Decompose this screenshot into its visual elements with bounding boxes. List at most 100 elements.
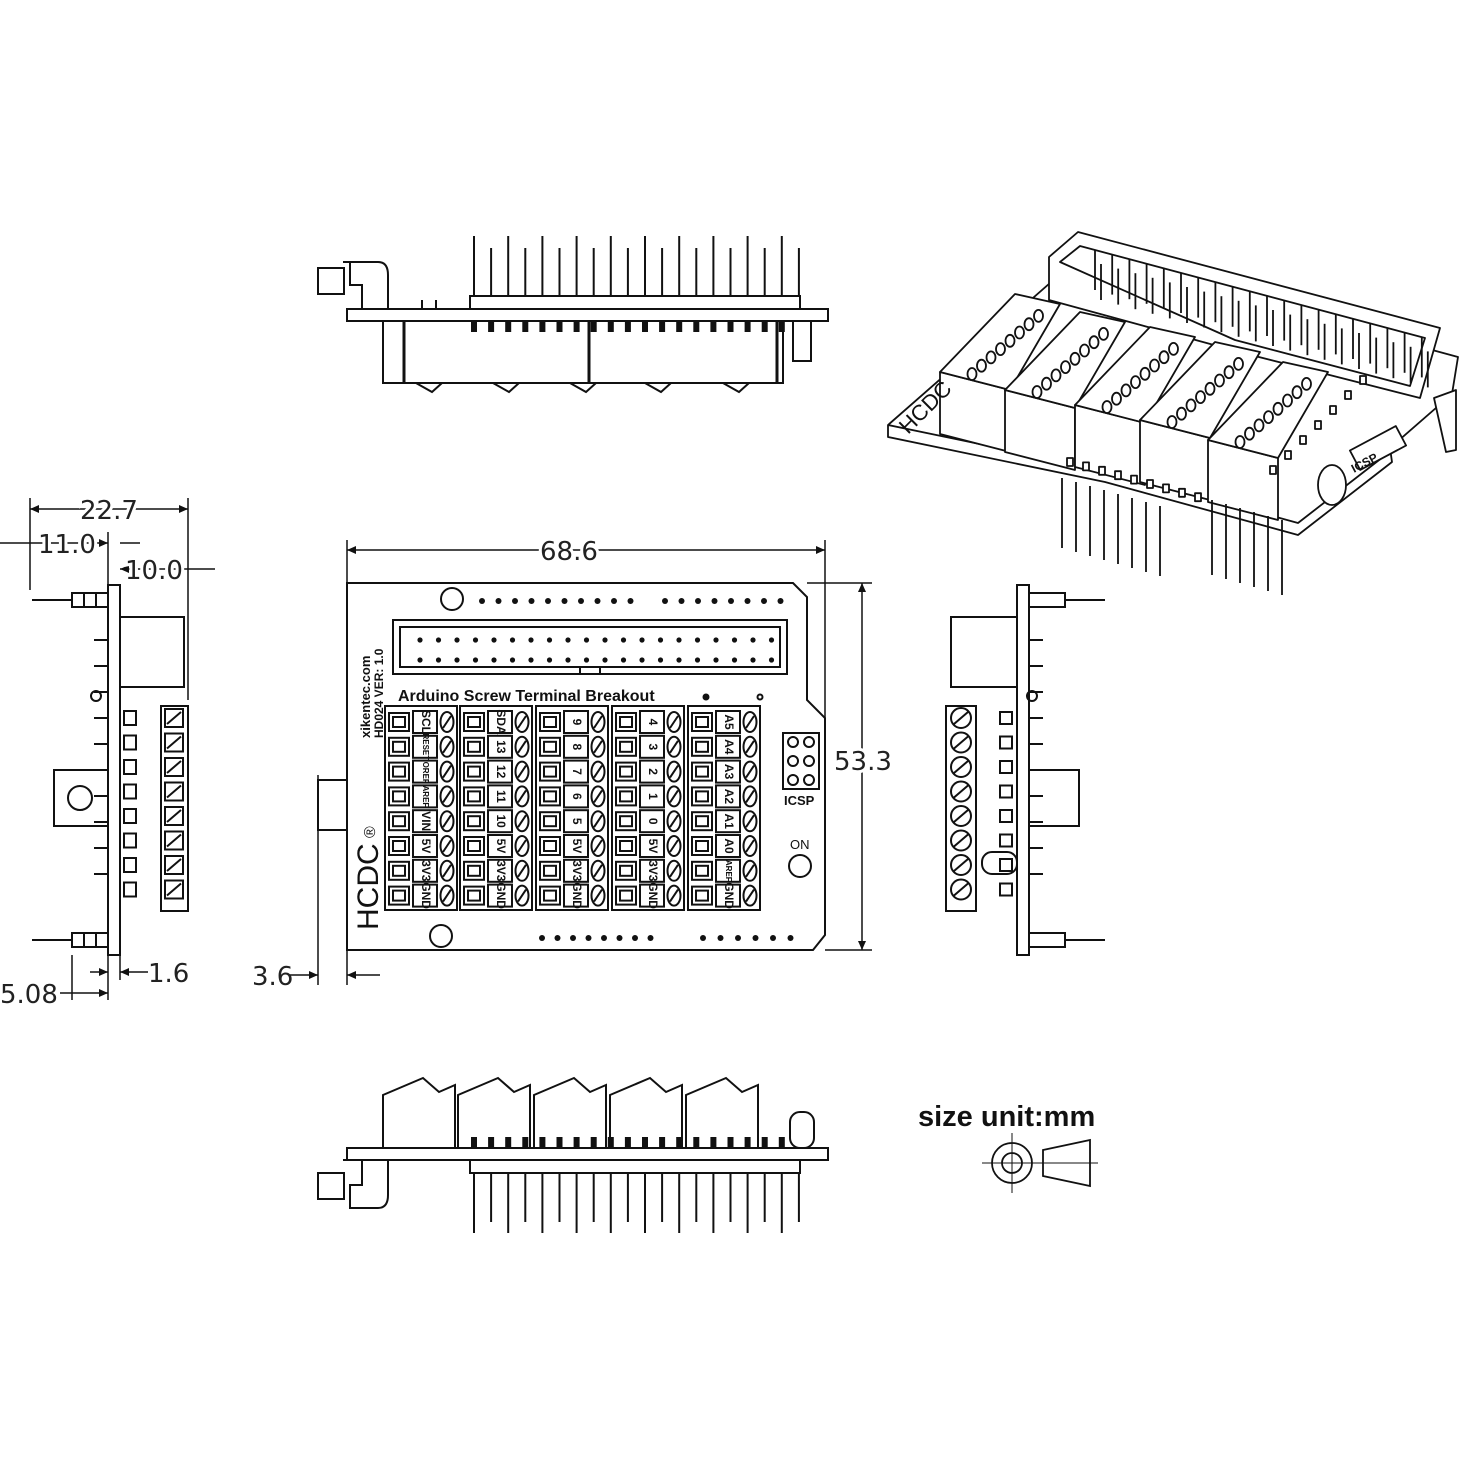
idc-pin [676,637,682,643]
pin-tail [761,320,768,332]
top-view-jack-barrel [317,267,345,295]
screw-head [950,878,972,901]
pin-hole [554,935,561,941]
small-pad-a [702,693,710,701]
screw-head [742,735,758,758]
solder-pad-inner [392,790,406,803]
screw-head [742,859,758,882]
solder-pad [388,836,410,856]
icsp-pin [803,755,815,767]
iso-hole [1314,420,1322,430]
iso-hole [1162,483,1170,494]
screw-head [666,884,682,907]
screw-slot [593,864,603,878]
screw-head [742,884,758,907]
solder-pad-inner [543,765,557,778]
screw-head [439,859,455,882]
pin-tail [556,320,563,332]
pin-tail [488,320,495,332]
pin-hole [752,935,759,941]
terminal-label: SDA [494,709,508,735]
screw-slot [442,715,452,729]
iso-screw [985,350,997,365]
solder-pad [691,811,713,832]
pin-tail [624,1137,631,1149]
pad [999,711,1013,725]
label-box [412,858,438,883]
board-registered-mark: ® [362,826,379,838]
label-box [487,809,513,834]
top-view-right-connector [792,320,812,362]
pin-hole [528,598,535,604]
screw-slot [669,889,679,903]
pad [999,809,1013,823]
idc-pin [602,657,608,663]
iso-pins [1094,250,1429,388]
screw-slot [669,765,679,779]
screw-slot [953,809,969,823]
screw-head [439,884,455,907]
iso-hole [1146,479,1154,489]
iso-screw [1149,358,1160,373]
solder-pad-inner [392,815,406,828]
screw-head [514,760,530,783]
screw-head [742,810,758,833]
label-box [412,710,438,734]
idc-pin [713,637,719,643]
isometric-view [887,231,1459,595]
screw-head [666,760,682,783]
screw-slot [166,858,182,872]
solder-pad-inner [619,716,633,728]
dim-68-6: 68.6 [540,537,598,567]
terminal-label: 11 [494,790,508,803]
pin-hole [711,598,718,604]
screw-slot [517,740,527,754]
pin-hole [662,598,668,604]
screw-slot [442,889,452,903]
pin-tail [710,1137,717,1149]
terminal-foot [566,382,599,394]
screw-head [590,810,606,833]
iso-screw [1004,333,1016,348]
label-box [563,710,589,734]
screw-slot [953,882,969,897]
pin-hole [539,935,545,941]
left-view-jack [119,616,185,688]
label-box [715,858,741,883]
idc-pin [546,657,553,663]
label-box [563,784,589,809]
idc-pin [491,637,497,643]
label-box [487,710,513,734]
solder-pad-inner [695,740,709,753]
screw-slot [593,839,603,853]
icsp-pin [803,736,815,748]
terminal-label: 3 [646,743,660,750]
idc-pin [417,637,423,643]
iso-screw [1158,350,1170,365]
screw-head [666,859,682,882]
icsp-pins [787,736,815,786]
iso-screw [1263,410,1274,425]
pin-hole [601,935,607,941]
pin-tail [659,1137,666,1149]
right-view-jack [950,616,1018,688]
iso-screw [1223,365,1235,380]
screw-slot [166,882,182,897]
bottom-view-pcb [346,1147,829,1161]
solder-pad-inner [695,889,709,902]
solder-pad [539,786,561,807]
solder-pad [388,786,410,807]
pin-tail [676,320,683,332]
pin-tail [778,320,785,332]
solder-pad [539,860,561,881]
iso-hole [1359,375,1367,385]
screw-slot [442,789,452,803]
idc-pin [454,657,460,663]
screw-slot-box [164,830,184,851]
screw-slot [593,740,603,754]
label-box [715,883,741,908]
screw-head [950,780,972,803]
iso-screw [1272,401,1284,416]
screw-slot [669,740,679,754]
terminal-label: 5V [494,839,508,854]
